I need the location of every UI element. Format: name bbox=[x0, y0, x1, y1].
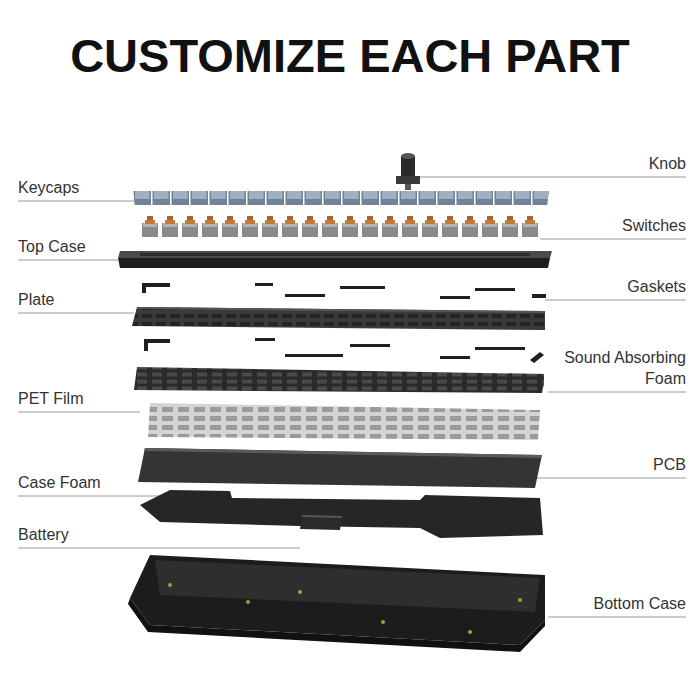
part-label: Bottom Case bbox=[592, 593, 688, 614]
part-label: Keycaps bbox=[16, 177, 81, 198]
part-label: Case Foam bbox=[16, 472, 103, 493]
part-label: Gaskets bbox=[625, 276, 688, 297]
part-label: Plate bbox=[16, 289, 56, 310]
part-label: Knob bbox=[647, 153, 688, 174]
part-label: Sound Absorbing Foam bbox=[544, 347, 688, 389]
part-label: Battery bbox=[16, 524, 71, 545]
part-label: PET Film bbox=[16, 388, 85, 409]
page-title: CUSTOMIZE EACH PART bbox=[0, 28, 700, 83]
part-label: Top Case bbox=[16, 236, 88, 257]
part-label: Switches bbox=[620, 215, 688, 236]
part-label: PCB bbox=[651, 454, 688, 475]
